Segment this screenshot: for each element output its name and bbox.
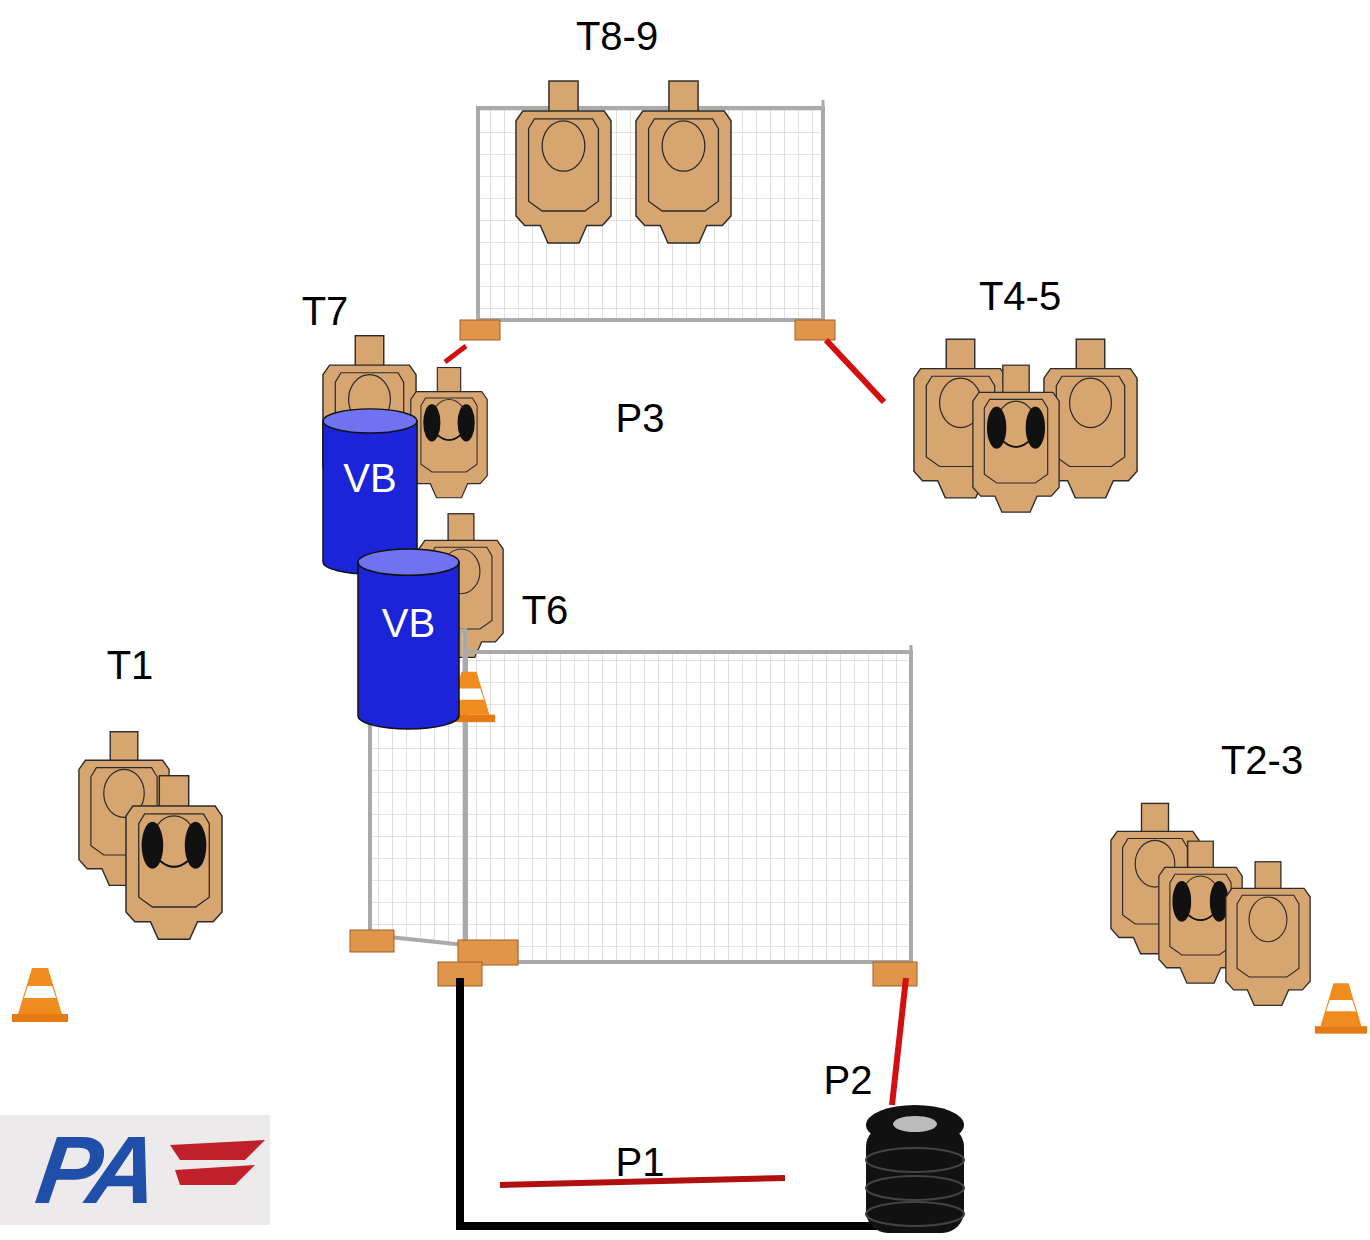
target-label: T4-5 xyxy=(979,276,1061,316)
logo-frame xyxy=(0,1115,270,1225)
shoot-target xyxy=(636,81,731,243)
target-label: T2-3 xyxy=(1221,740,1303,780)
barrel: VB xyxy=(357,548,460,730)
no-shoot-target xyxy=(411,367,487,497)
position-label: P3 xyxy=(616,398,665,438)
target-label: T8-9 xyxy=(576,16,658,56)
tire-stack xyxy=(866,1105,964,1233)
logo-text: PA xyxy=(31,1122,159,1218)
shoot-target xyxy=(516,81,611,243)
no-shoot-target xyxy=(973,365,1059,512)
target-label: T6 xyxy=(522,590,569,630)
target-label: T7 xyxy=(302,291,349,331)
fault-line xyxy=(826,340,884,402)
shooting-area-line xyxy=(460,978,882,1226)
barrel-label: VB xyxy=(322,458,418,498)
position-label: P1 xyxy=(616,1142,665,1182)
barrel-label: VB xyxy=(357,603,460,643)
cone xyxy=(1315,983,1367,1033)
fault-line xyxy=(892,978,906,1105)
fault-line xyxy=(445,346,466,362)
position-label: P2 xyxy=(824,1060,873,1100)
no-shoot-target xyxy=(126,776,222,940)
target-label: T1 xyxy=(107,645,154,685)
shoot-target xyxy=(1226,862,1310,1006)
cone xyxy=(12,968,68,1022)
